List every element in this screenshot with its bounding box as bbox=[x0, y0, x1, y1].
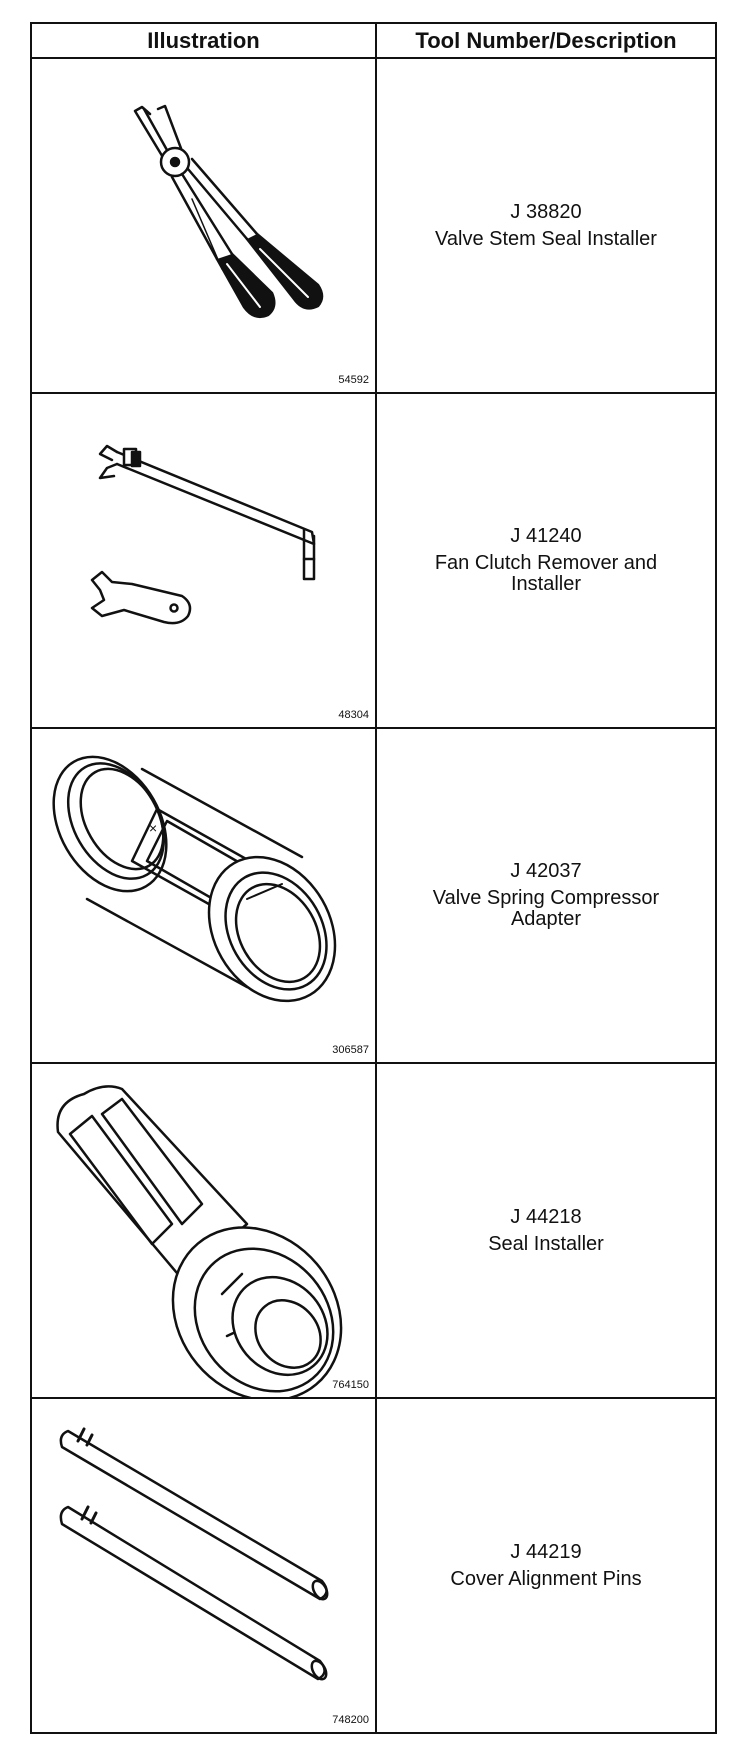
tool-description: Seal Installer bbox=[488, 1232, 604, 1255]
illustration-cell: 748200 bbox=[30, 1397, 377, 1734]
cover-alignment-pins-illustration bbox=[59, 1427, 329, 1681]
tool-table: Illustration Tool Number/Description bbox=[30, 22, 717, 1734]
table-row: 748200 J 44219 Cover Alignment Pins bbox=[30, 1397, 717, 1734]
figure-number: 54592 bbox=[338, 374, 369, 386]
valve-spring-compressor-adapter-illustration: × bbox=[52, 755, 337, 1003]
tool-description: Fan Clutch Remover and Installer bbox=[434, 552, 658, 595]
tool-number: J 41240 bbox=[510, 525, 582, 547]
illustration-cell: × 306587 bbox=[30, 727, 377, 1064]
description-cell: J 42037 Valve Spring Compressor Adapter bbox=[375, 727, 717, 1064]
tool-description: Cover Alignment Pins bbox=[450, 1567, 642, 1590]
svg-text:×: × bbox=[149, 820, 157, 836]
seal-installer-illustration bbox=[56, 1085, 343, 1397]
figure-number: 48304 bbox=[338, 709, 369, 721]
table-row: 54592 J 38820 Valve Stem Seal Installer bbox=[30, 57, 717, 394]
tool-description: Valve Stem Seal Installer bbox=[435, 227, 657, 250]
description-cell: J 38820 Valve Stem Seal Installer bbox=[375, 57, 717, 394]
tool-number: J 44219 bbox=[510, 1540, 582, 1563]
tool-number: J 44218 bbox=[510, 1205, 582, 1228]
description-cell: J 44219 Cover Alignment Pins bbox=[375, 1397, 717, 1734]
tool-description: Valve Spring Compressor Adapter bbox=[432, 887, 660, 930]
table-row: 48304 J 41240 Fan Clutch Remover and Ins… bbox=[30, 392, 717, 729]
description-cell: J 44218 Seal Installer bbox=[375, 1062, 717, 1399]
description-cell: J 41240 Fan Clutch Remover and Installer bbox=[375, 392, 717, 729]
figure-number: 306587 bbox=[332, 1044, 369, 1056]
header-description: Tool Number/Description bbox=[375, 22, 717, 59]
tool-number: J 42037 bbox=[510, 860, 582, 882]
valve-stem-seal-installer-illustration bbox=[133, 104, 324, 318]
table-row: 764150 J 44218 Seal Installer bbox=[30, 1062, 717, 1399]
figure-number: 764150 bbox=[332, 1379, 369, 1391]
header-illustration: Illustration bbox=[30, 22, 377, 59]
illustration-cell: 764150 bbox=[30, 1062, 377, 1399]
fan-clutch-remover-illustration bbox=[90, 444, 316, 625]
figure-number: 748200 bbox=[332, 1714, 369, 1726]
header-row: Illustration Tool Number/Description bbox=[30, 22, 717, 59]
table-row: × 306587 J 42037 Valve Spring Compressor… bbox=[30, 727, 717, 1064]
illustration-cell: 48304 bbox=[30, 392, 377, 729]
tool-number: J 38820 bbox=[510, 200, 582, 223]
illustration-cell: 54592 bbox=[30, 57, 377, 394]
